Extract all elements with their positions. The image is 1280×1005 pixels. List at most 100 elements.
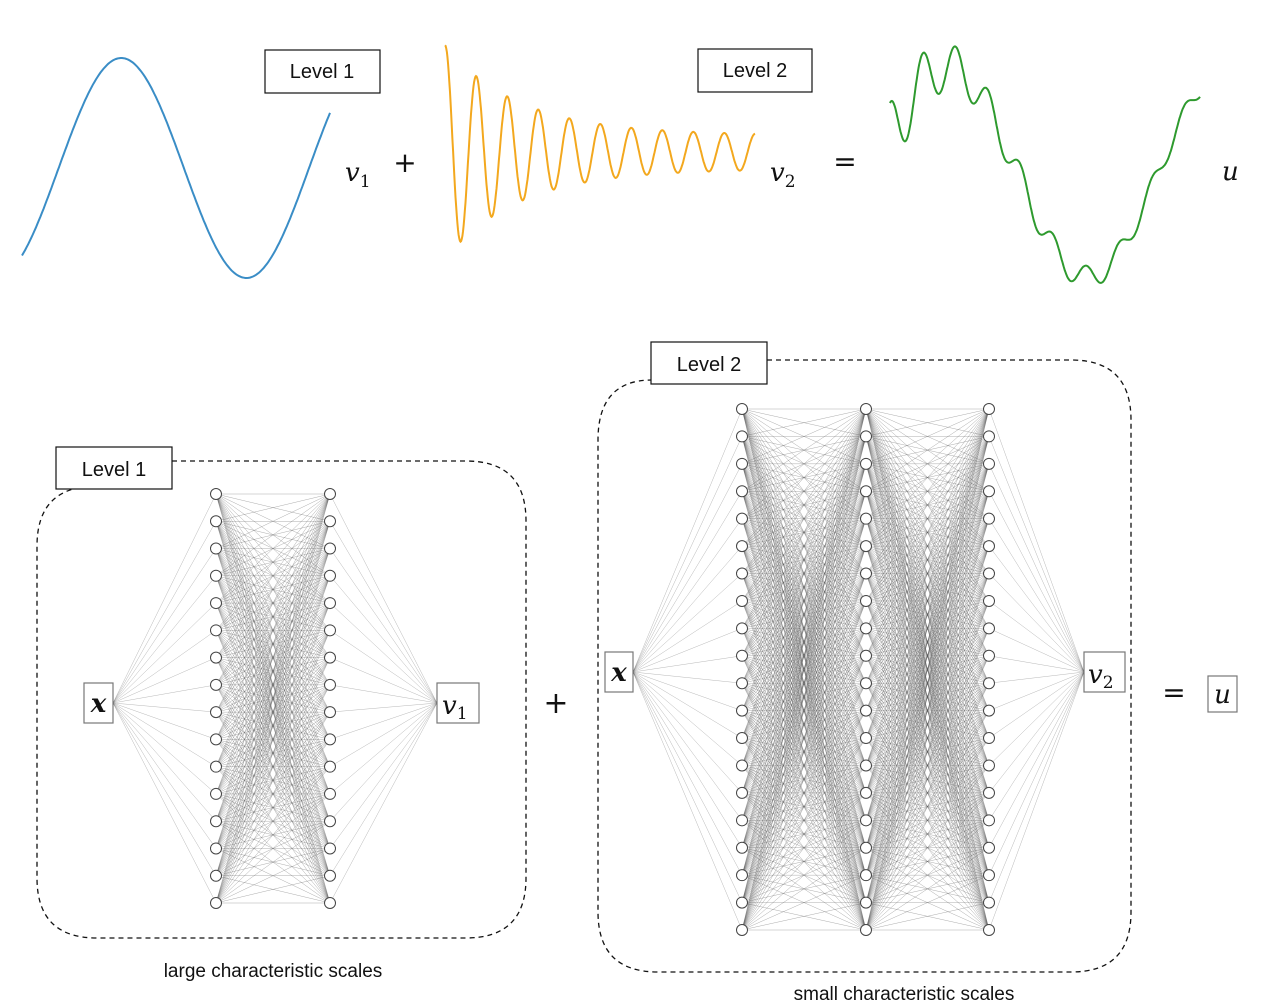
level2-neuron <box>736 512 748 525</box>
level2-neuron <box>736 567 748 580</box>
level1-network-frame <box>36 460 527 939</box>
level1-neuron <box>324 869 336 882</box>
level1-neuron <box>210 678 222 691</box>
level2-layer-3 <box>983 403 995 936</box>
level1-connections <box>112 493 438 904</box>
level1-signal-curve <box>21 57 331 279</box>
level1-neuron <box>324 569 336 582</box>
level2-neuron <box>736 732 748 745</box>
level2-neuron <box>860 704 872 717</box>
level2-neuron <box>860 841 872 854</box>
level2-neuron <box>983 540 995 553</box>
level2-input-x: x <box>610 658 627 688</box>
level2-neuron <box>860 759 872 772</box>
level1-input-box: x <box>83 682 114 724</box>
level2-neuron <box>736 649 748 662</box>
level2-neuron <box>860 814 872 827</box>
level2-caption: small characteristic scales <box>794 984 1015 1005</box>
level2-neuron <box>983 403 995 415</box>
level2-neuron <box>860 403 872 415</box>
level1-neuron <box>210 897 222 909</box>
level2-neuron <box>983 869 995 882</box>
level1-neuron <box>210 869 222 882</box>
level2-neuron <box>983 622 995 635</box>
level2-neuron <box>860 924 872 936</box>
level2-neuron <box>983 594 995 607</box>
level2-neuron <box>736 704 748 717</box>
level2-neuron <box>736 403 748 415</box>
level2-neuron <box>736 759 748 772</box>
level2-output-box: v2 <box>1083 651 1126 693</box>
level2-neuron <box>736 924 748 936</box>
level2-neuron <box>983 704 995 717</box>
level1-neuron <box>324 787 336 800</box>
level1-neuron <box>210 597 222 610</box>
level2-neuron <box>983 896 995 909</box>
level2-neuron <box>983 841 995 854</box>
level2-neuron <box>736 540 748 553</box>
level2-neuron <box>860 896 872 909</box>
level1-network <box>112 488 438 909</box>
level2-neuron <box>983 485 995 498</box>
level2-neuron <box>860 540 872 553</box>
level2-neuron <box>736 786 748 799</box>
level1-neuron <box>324 597 336 610</box>
level1-neuron <box>324 733 336 746</box>
level2-neuron <box>860 567 872 580</box>
level2-neuron <box>983 430 995 443</box>
level2-neuron <box>736 430 748 443</box>
bottom-u-symbol: u <box>1214 680 1231 710</box>
level2-neuron <box>860 677 872 690</box>
level2-neuron <box>860 485 872 498</box>
level2-neuron <box>860 622 872 635</box>
level1-input-x: x <box>90 689 107 719</box>
level2-neuron <box>736 594 748 607</box>
level1-neuron <box>324 815 336 828</box>
level1-neuron <box>210 542 222 555</box>
level2-network-label: Level 2 <box>677 354 742 376</box>
level1-neuron <box>324 760 336 773</box>
level1-neuron <box>324 651 336 664</box>
level2-neuron <box>860 512 872 525</box>
level2-neuron <box>983 759 995 772</box>
level1-neuron <box>210 651 222 664</box>
level1-neuron <box>210 569 222 582</box>
level2-neuron <box>983 786 995 799</box>
level1-neuron <box>210 733 222 746</box>
level1-neuron <box>210 515 222 528</box>
level1-neuron <box>210 842 222 855</box>
level1-layer-2 <box>324 488 336 909</box>
top-level2-label-box: Level 2 <box>697 48 813 93</box>
level1-neuron <box>324 488 336 500</box>
level2-layer-2 <box>860 403 872 936</box>
level2-neuron <box>860 430 872 443</box>
level1-neuron <box>210 760 222 773</box>
level2-layer-1 <box>736 403 748 936</box>
level2-neuron <box>860 786 872 799</box>
level2-input-box: x <box>604 651 634 693</box>
level2-neuron <box>860 457 872 470</box>
level2-neuron <box>983 457 995 470</box>
top-equals-sign: = <box>833 145 856 178</box>
level2-signal-curve <box>444 44 756 244</box>
level2-neuron <box>736 457 748 470</box>
level2-neuron <box>983 677 995 690</box>
level1-output-box: v1 <box>436 682 480 724</box>
level1-layer-1 <box>210 488 222 909</box>
level1-neuron <box>324 706 336 719</box>
level2-neuron <box>736 677 748 690</box>
level2-neuron <box>736 896 748 909</box>
level1-network-label-box: Level 1 <box>55 446 173 490</box>
bottom-u-box: u <box>1207 675 1238 713</box>
level1-neuron <box>324 842 336 855</box>
top-v1-symbol: v1 <box>345 158 371 192</box>
bottom-plus-sign: + <box>543 686 568 721</box>
level2-neuron <box>736 841 748 854</box>
level2-network <box>632 403 1085 936</box>
level1-neuron <box>210 706 222 719</box>
level1-neuron <box>324 542 336 555</box>
level2-neuron <box>860 732 872 745</box>
level2-neuron <box>983 814 995 827</box>
level2-neuron <box>736 814 748 827</box>
